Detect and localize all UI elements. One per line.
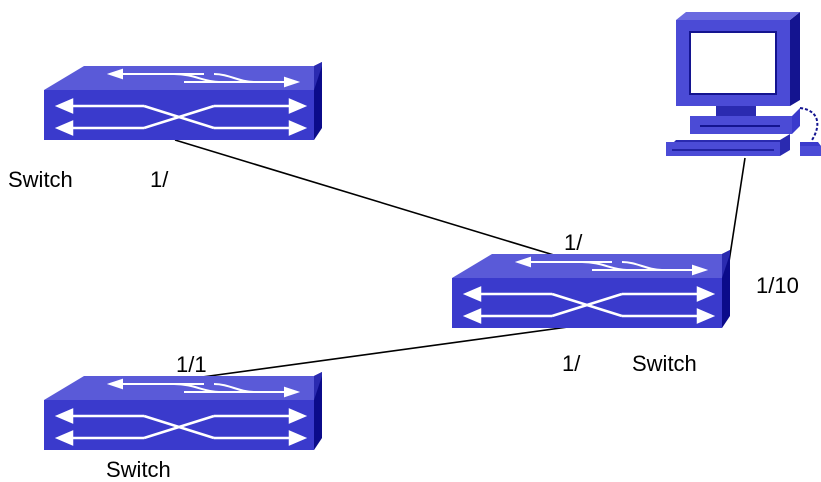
- switch-b-top-port-label: 1/: [564, 230, 583, 255]
- network-switch-icon: [450, 248, 732, 330]
- network-switch-icon: [42, 60, 324, 142]
- link-c-to-b: [179, 323, 591, 381]
- switch-c-port-label: 1/1: [176, 352, 207, 377]
- switch-b-label: Switch: [632, 351, 697, 376]
- switch-b-bottom-port-label: 1/: [562, 351, 581, 376]
- switch-a-port-label: 1/: [150, 167, 169, 192]
- desktop-computer-icon: [666, 12, 821, 156]
- switch-b-right-port-label: 1/10: [756, 273, 799, 298]
- network-switch-icon: [42, 370, 324, 452]
- link-a-to-b: [174, 139, 591, 267]
- switch-c-label: Switch: [106, 457, 171, 482]
- switch-a-label: Switch: [8, 167, 73, 192]
